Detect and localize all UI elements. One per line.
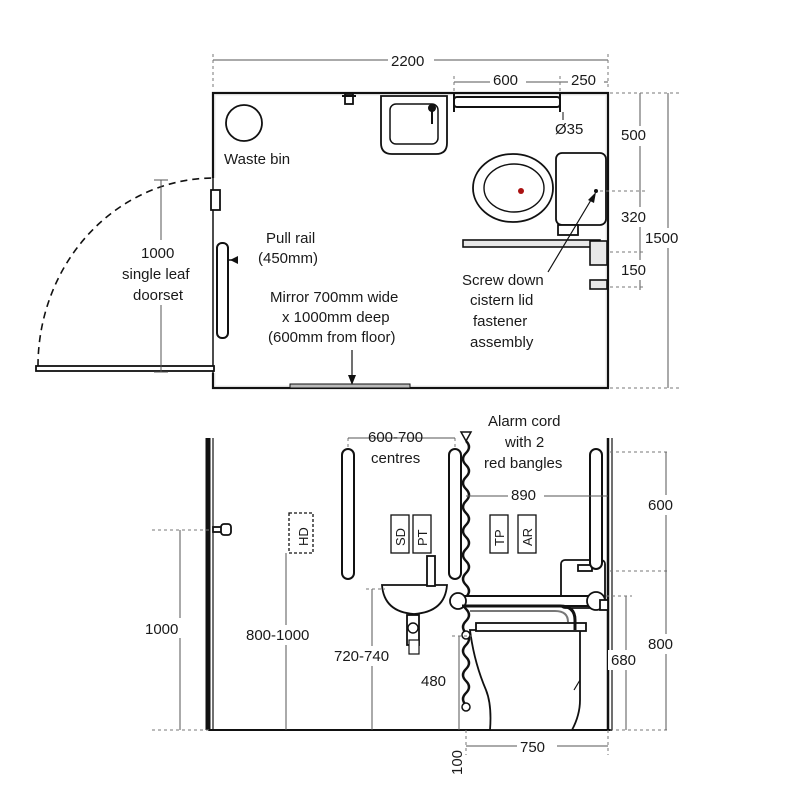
dim-480-value: 480 — [421, 673, 446, 690]
screw-label-3: fastener — [473, 313, 527, 330]
mirror-label-2: x 1000mm deep — [282, 309, 390, 326]
alarm-bangle-lower[interactable] — [461, 702, 471, 712]
pull-rail-label: Pull rail — [266, 230, 315, 247]
wc-pan-elevation-icon — [468, 629, 581, 731]
alarm-bangle-upper[interactable] — [461, 630, 471, 640]
sign-tp — [489, 514, 509, 554]
dim-500-value: 500 — [621, 127, 646, 144]
screw-label-1: Screw down — [462, 272, 544, 289]
dim-320-value: 320 — [621, 209, 646, 226]
mirror-label-1: Mirror 700mm wide — [270, 289, 398, 306]
sign-ar — [517, 514, 537, 554]
dim-100-value: 100 — [449, 750, 466, 775]
grab-rail-plan — [453, 96, 561, 108]
door-doorset-label: doorset — [133, 287, 184, 304]
dim-890-value: 890 — [511, 487, 536, 504]
sign-hd — [288, 512, 314, 554]
screw-label-2: cistern lid — [470, 292, 533, 309]
basin-elevation-icon — [381, 584, 448, 615]
tap-icon — [344, 93, 354, 105]
alarm-cord[interactable] — [461, 440, 471, 706]
dim-800-1000-value: 800-1000 — [246, 627, 309, 644]
door-size-label: 1000 — [141, 245, 174, 262]
alarm-cord-label-2: with 2 — [504, 434, 544, 451]
dim-600-value: 600 — [648, 497, 673, 514]
dim-1000-value: 1000 — [145, 621, 178, 638]
pull-rail-plan — [216, 242, 229, 339]
alarm-cord-label-1: Alarm cord — [488, 413, 561, 430]
rail-offset-value: 250 — [571, 72, 596, 89]
plan-depth-value: 1500 — [645, 230, 678, 247]
alarm-cord-pulley-icon — [459, 431, 473, 443]
dim-750-value: 750 — [520, 739, 545, 756]
vertical-grab-rail-right — [448, 448, 462, 580]
sign-pt — [412, 514, 432, 554]
dim-150-value: 150 — [621, 262, 646, 279]
dim-720-740-value: 720-740 — [334, 648, 389, 665]
sign-ar-label: AR — [520, 528, 535, 546]
alarm-cord-label-3: red bangles — [484, 455, 562, 472]
door-swing-arc — [37, 177, 214, 367]
door-leaf — [35, 365, 215, 372]
sign-hd-label: HD — [296, 527, 311, 546]
centres-range-label: 600-700 — [368, 429, 423, 446]
centres-label: centres — [371, 450, 420, 467]
waste-bin-label: Waste bin — [224, 151, 290, 168]
sign-pt-label: PT — [415, 529, 430, 546]
cistern-plan-icon — [555, 152, 607, 226]
mirror-label-3: (600mm from floor) — [268, 329, 396, 346]
dim-680-value: 680 — [611, 652, 636, 669]
door-type-label: single leaf — [122, 266, 190, 283]
plan-width-value: 2200 — [391, 53, 424, 70]
sign-sd-label: SD — [393, 528, 408, 546]
screw-label-4: assembly — [470, 334, 534, 351]
pull-rail-length-label: (450mm) — [258, 250, 318, 267]
rail-diameter-value: Ø35 — [555, 121, 583, 138]
waste-bin-icon — [225, 104, 263, 142]
plan-view: Waste bin 1000 singl — [35, 50, 684, 390]
elevation-view: HD SD PT TP AR — [142, 413, 683, 775]
sign-sd — [390, 514, 410, 554]
vertical-grab-rail-left — [341, 448, 355, 580]
rail-length-value: 600 — [493, 72, 518, 89]
drop-down-rail-plan — [462, 239, 601, 248]
vertical-grab-rail-wc — [589, 448, 603, 570]
sign-tp-label: TP — [492, 529, 507, 546]
mirror-plan — [289, 383, 411, 389]
dim-800-value: 800 — [648, 636, 673, 653]
door-handle-icon — [220, 523, 232, 536]
